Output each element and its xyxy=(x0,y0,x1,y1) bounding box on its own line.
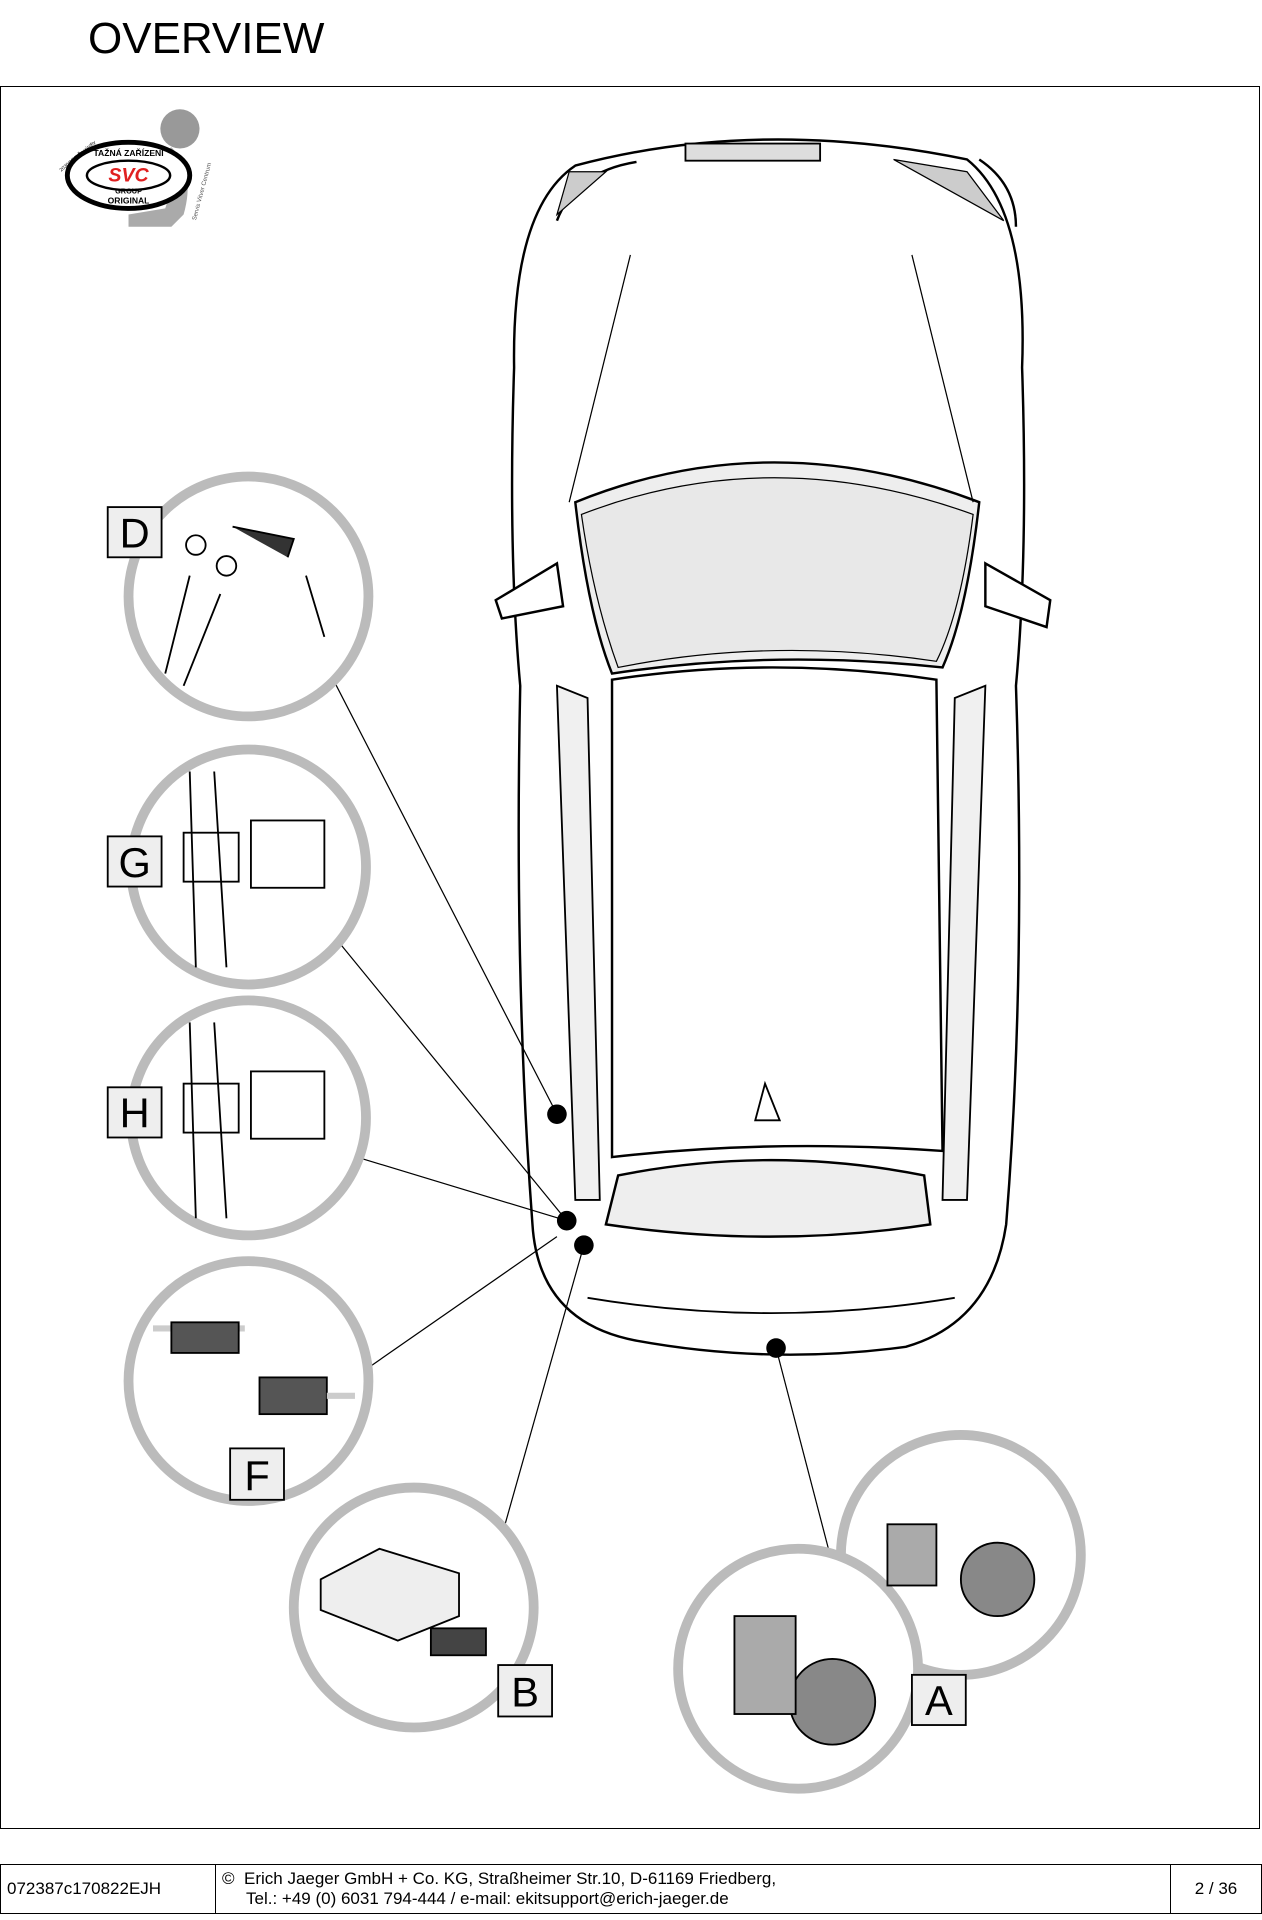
ground-eyelets-sketch xyxy=(164,525,326,687)
contact-line: Tel.: +49 (0) 6031 794-444 / e-mail: eki… xyxy=(246,1889,729,1908)
page-title: OVERVIEW xyxy=(88,14,325,63)
logo-svc-text: SVC xyxy=(108,165,149,187)
connector-H-sketch xyxy=(182,1022,326,1219)
detail-circle-F xyxy=(123,1256,374,1506)
module-B-sketch xyxy=(319,1547,487,1657)
detail-circle-D xyxy=(123,471,374,722)
point-D xyxy=(547,1104,567,1125)
detail-circle-H xyxy=(126,995,371,1241)
connection-points xyxy=(547,1104,786,1358)
callout-label-D: D xyxy=(120,509,150,556)
company-line: Erich Jaeger GmbH + Co. KG, Straßheimer … xyxy=(243,1869,777,1888)
svg-text:TAŽNÁ ZAŘÍZENÍ: TAŽNÁ ZAŘÍZENÍ xyxy=(93,147,164,158)
connector-F-sketch xyxy=(153,1321,355,1416)
document-id: 072387c170822EJH xyxy=(0,1864,216,1914)
socket-A-sketch xyxy=(733,1523,1036,1746)
callout-label-A: A xyxy=(925,1677,953,1724)
point-A xyxy=(766,1338,786,1358)
page-number: 2 / 36 xyxy=(1170,1864,1262,1914)
callout-label-H: H xyxy=(120,1090,150,1137)
company-info: © Erich Jaeger GmbH + Co. KG, Straßheime… xyxy=(215,1864,1171,1914)
leader-lines xyxy=(320,654,836,1574)
detail-circle-A xyxy=(673,1543,923,1794)
detail-circle-G xyxy=(126,744,371,990)
point-GHF xyxy=(556,1210,577,1231)
svg-text:Servis Vitver Centrum: Servis Vitver Centrum xyxy=(191,162,213,221)
callout-label-B: B xyxy=(511,1669,539,1716)
svc-logo: SVC TAŽNÁ ZAŘÍZENÍ GROUP ORIGINAL Servis… xyxy=(58,109,213,227)
connector-G-sketch xyxy=(182,771,326,968)
svg-text:ORIGINAL: ORIGINAL xyxy=(108,196,150,206)
callout-label-F: F xyxy=(244,1452,269,1499)
point-B xyxy=(574,1235,594,1255)
svg-text:GROUP: GROUP xyxy=(115,187,142,196)
diagram-frame xyxy=(0,86,1260,1829)
footer-table: 072387c170822EJH © Erich Jaeger GmbH + C… xyxy=(0,1864,1262,1914)
car-top-view xyxy=(494,138,1052,1356)
callout-label-G: G xyxy=(118,839,150,886)
